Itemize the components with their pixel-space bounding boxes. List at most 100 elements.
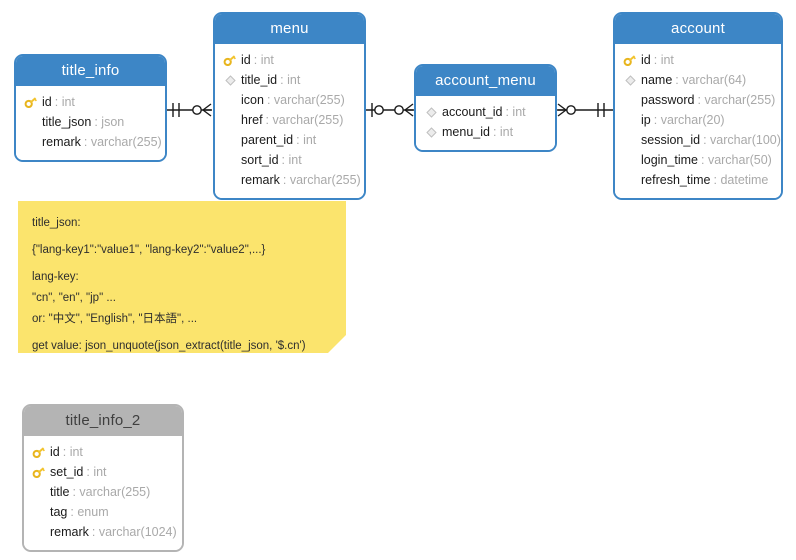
- column-row[interactable]: login_time : varchar(50): [615, 150, 781, 170]
- note-line: "cn", "en", "jp" ...: [32, 292, 116, 304]
- column-name: remark: [241, 173, 280, 187]
- column-name: icon: [241, 93, 264, 107]
- entity-header-account: account: [615, 14, 781, 44]
- blank-icon: [621, 112, 639, 128]
- blank-icon: [221, 92, 239, 108]
- column-type: : int: [505, 105, 526, 119]
- note-line: title_json:: [32, 217, 81, 229]
- blank-icon: [621, 132, 639, 148]
- entity-columns-account_menu: account_id : int menu_id : int: [416, 96, 555, 150]
- entity-columns-title_info: id : int title_json : json remark : varc…: [16, 86, 165, 160]
- entity-table-title_info[interactable]: title_info id : int title_json : json re…: [14, 54, 167, 162]
- column-row[interactable]: account_id : int: [416, 102, 555, 122]
- column-type: : varchar(255): [265, 113, 344, 127]
- entity-header-account_menu: account_menu: [416, 66, 555, 96]
- column-name: id: [42, 95, 52, 109]
- column-row[interactable]: set_id : int: [24, 462, 182, 482]
- column-name: login_time: [641, 153, 698, 167]
- column-row[interactable]: ip : varchar(20): [615, 110, 781, 130]
- entity-table-title_info_2[interactable]: title_info_2 id : int set_id : int title…: [22, 404, 184, 552]
- key-icon: [621, 52, 639, 68]
- column-name: id: [241, 53, 251, 67]
- column-name: title: [50, 485, 70, 499]
- column-row[interactable]: password : varchar(255): [615, 90, 781, 110]
- column-type: : json: [94, 115, 125, 129]
- column-name: refresh_time: [641, 173, 711, 187]
- column-row[interactable]: sort_id : int: [215, 150, 364, 170]
- entity-columns-title_info_2: id : int set_id : int title : varchar(25…: [24, 436, 182, 550]
- column-name: parent_id: [241, 133, 294, 147]
- column-name: name: [641, 73, 673, 87]
- column-type: : varchar(64): [675, 73, 747, 87]
- column-name: remark: [50, 525, 89, 539]
- entity-columns-menu: id : int title_id : int icon : varchar(2…: [215, 44, 364, 198]
- column-row[interactable]: id : int: [215, 50, 364, 70]
- blank-icon: [621, 92, 639, 108]
- column-row[interactable]: refresh_time : datetime: [615, 170, 781, 190]
- column-name: href: [241, 113, 263, 127]
- blank-icon: [22, 114, 40, 130]
- diamond-icon: [422, 104, 440, 120]
- column-row[interactable]: title : varchar(255): [24, 482, 182, 502]
- column-type: : varchar(255): [266, 93, 345, 107]
- column-row[interactable]: remark : varchar(255): [215, 170, 364, 190]
- key-icon: [30, 464, 48, 480]
- entity-table-account_menu[interactable]: account_menu account_id : int menu_id : …: [414, 64, 557, 152]
- column-row[interactable]: id : int: [24, 442, 182, 462]
- column-name: account_id: [442, 105, 503, 119]
- key-icon: [221, 52, 239, 68]
- column-type: : int: [281, 153, 302, 167]
- column-row[interactable]: remark : varchar(255): [16, 132, 165, 152]
- column-type: : varchar(255): [282, 173, 361, 187]
- column-row[interactable]: parent_id : int: [215, 130, 364, 150]
- diamond-icon: [621, 72, 639, 88]
- note-line: {"lang-key1":"value1", "lang-key2":"valu…: [32, 244, 266, 256]
- column-row[interactable]: id : int: [615, 50, 781, 70]
- key-icon: [22, 94, 40, 110]
- entity-table-menu[interactable]: menu id : int title_id : int icon : varc…: [213, 12, 366, 200]
- column-type: : varchar(100): [703, 133, 781, 147]
- column-type: : int: [492, 125, 514, 139]
- note-line: or: "中文", "English", "日本語", ...: [32, 313, 198, 325]
- entity-columns-account: id : int name : varchar(64) password : v…: [615, 44, 781, 198]
- note-fold-corner-icon: [328, 335, 346, 353]
- column-type: : int: [280, 73, 301, 87]
- column-type: : varchar(255): [697, 93, 776, 107]
- column-type: : int: [296, 133, 317, 147]
- column-name: remark: [42, 135, 81, 149]
- column-type: : varchar(255): [72, 485, 151, 499]
- column-name: tag: [50, 505, 68, 519]
- entity-table-account[interactable]: account id : int name : varchar(64) pass…: [613, 12, 783, 200]
- column-type: : varchar(255): [83, 135, 162, 149]
- column-row[interactable]: title_id : int: [215, 70, 364, 90]
- entity-header-title_info_2: title_info_2: [24, 406, 182, 436]
- column-row[interactable]: tag : enum: [24, 502, 182, 522]
- column-row[interactable]: menu_id : int: [416, 122, 555, 142]
- column-type: : varchar(50): [700, 153, 772, 167]
- column-row[interactable]: icon : varchar(255): [215, 90, 364, 110]
- entity-header-title_info: title_info: [16, 56, 165, 86]
- column-row[interactable]: name : varchar(64): [615, 70, 781, 90]
- blank-icon: [30, 484, 48, 500]
- column-name: password: [641, 93, 695, 107]
- note-line: get value: json_unquote(json_extract(tit…: [32, 340, 306, 352]
- column-row[interactable]: id : int: [16, 92, 165, 112]
- column-row[interactable]: session_id : varchar(100): [615, 130, 781, 150]
- column-row[interactable]: href : varchar(255): [215, 110, 364, 130]
- key-icon: [30, 444, 48, 460]
- diamond-icon: [422, 124, 440, 140]
- note-line: lang-key:: [32, 271, 79, 283]
- column-name: id: [641, 53, 651, 67]
- column-name: title_json: [42, 115, 92, 129]
- sticky-note-title-json[interactable]: title_json: {"lang-key1":"value1", "lang…: [18, 201, 346, 353]
- column-type: : int: [86, 465, 107, 479]
- diamond-icon: [221, 72, 239, 88]
- column-row[interactable]: remark : varchar(1024): [24, 522, 182, 542]
- blank-icon: [30, 524, 48, 540]
- column-type: : int: [253, 53, 274, 67]
- column-row[interactable]: title_json : json: [16, 112, 165, 132]
- column-name: menu_id: [442, 125, 490, 139]
- column-type: : varchar(20): [653, 113, 725, 127]
